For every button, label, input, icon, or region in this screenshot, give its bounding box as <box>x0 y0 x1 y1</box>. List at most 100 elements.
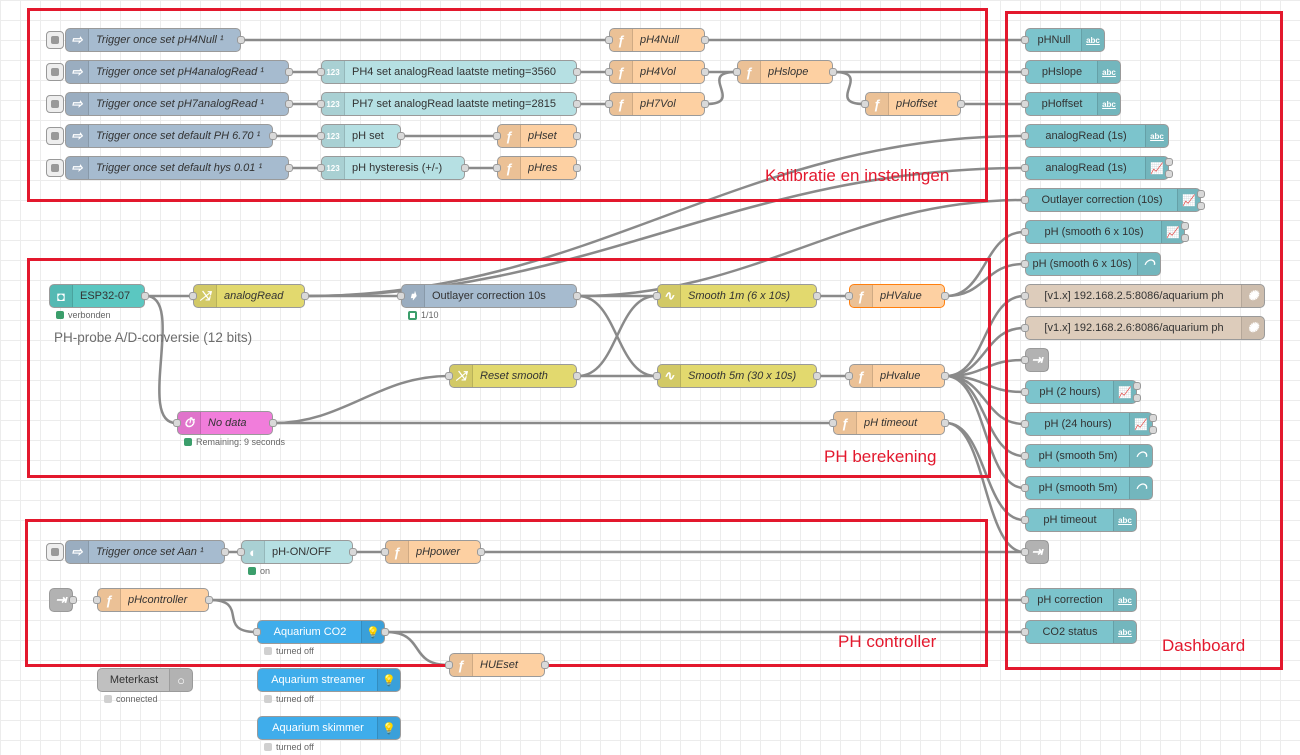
node-d17[interactable]: ⇥ <box>1021 540 1049 564</box>
output-port[interactable] <box>221 548 229 556</box>
output-port[interactable] <box>285 68 293 76</box>
node-n20[interactable]: ∿Smooth 1m (6 x 10s) <box>653 284 821 308</box>
node-n21[interactable]: ∿Smooth 5m (30 x 10s) <box>653 364 821 388</box>
node-d8[interactable]: ◠pH (smooth 6 x 10s) <box>1021 252 1161 276</box>
node-n22[interactable]: ⤨Reset smooth <box>445 364 581 388</box>
input-port[interactable] <box>1021 260 1029 268</box>
node-n1[interactable]: ⇨Trigger once set pH4Null ¹ <box>46 28 245 52</box>
input-port[interactable] <box>1021 324 1029 332</box>
output-port[interactable] <box>701 100 709 108</box>
output-port[interactable] <box>1181 234 1189 242</box>
node-n25[interactable]: ⏱No data <box>173 411 277 435</box>
node-n30[interactable]: ⇥ <box>49 588 77 612</box>
node-d10[interactable]: ✺[v1.x] 192.168.2.6:8086/aquarium ph <box>1021 316 1265 340</box>
input-port[interactable] <box>237 548 245 556</box>
input-port[interactable] <box>845 292 853 300</box>
output-port[interactable] <box>285 100 293 108</box>
node-n36[interactable]: 💡Aquarium skimmer <box>257 716 401 740</box>
input-port[interactable] <box>1021 36 1029 44</box>
output-port[interactable] <box>957 100 965 108</box>
input-port[interactable] <box>845 372 853 380</box>
input-port[interactable] <box>1021 196 1029 204</box>
output-port[interactable] <box>941 292 949 300</box>
input-port[interactable] <box>1021 292 1029 300</box>
input-port[interactable] <box>1021 388 1029 396</box>
input-port[interactable] <box>1021 628 1029 636</box>
output-port[interactable] <box>1165 158 1173 166</box>
output-port[interactable] <box>477 548 485 556</box>
output-port[interactable] <box>941 419 949 427</box>
input-port[interactable] <box>445 372 453 380</box>
node-n5[interactable]: ⇨Trigger once set default hys 0.01 ¹ <box>46 156 293 180</box>
output-port[interactable] <box>301 292 309 300</box>
input-port[interactable] <box>445 661 453 669</box>
input-port[interactable] <box>605 36 613 44</box>
node-d14[interactable]: ◠pH (smooth 5m) <box>1021 444 1153 468</box>
node-d12[interactable]: 📈pH (2 hours) <box>1021 380 1141 404</box>
output-port[interactable] <box>829 68 837 76</box>
output-port[interactable] <box>573 132 581 140</box>
input-port[interactable] <box>1021 516 1029 524</box>
output-port[interactable] <box>1133 394 1141 402</box>
node-n2[interactable]: ⇨Trigger once set pH4analogRead ¹ <box>46 60 293 84</box>
input-port[interactable] <box>317 132 325 140</box>
input-port[interactable] <box>861 100 869 108</box>
inject-trigger-button[interactable] <box>46 95 64 113</box>
node-n4[interactable]: ⇨Trigger once set default PH 6.70 ¹ <box>46 124 277 148</box>
output-port[interactable] <box>1149 414 1157 422</box>
input-port[interactable] <box>93 596 101 604</box>
input-port[interactable] <box>317 68 325 76</box>
output-port[interactable] <box>573 100 581 108</box>
output-port[interactable] <box>573 164 581 172</box>
input-port[interactable] <box>1021 548 1029 556</box>
node-d11[interactable]: ⇥ <box>1021 348 1049 372</box>
input-port[interactable] <box>1021 420 1029 428</box>
node-d5[interactable]: 📈analogRead (1s) <box>1021 156 1173 180</box>
input-port[interactable] <box>653 292 661 300</box>
node-d13[interactable]: 📈pH (24 hours) <box>1021 412 1157 436</box>
input-port[interactable] <box>605 100 613 108</box>
output-port[interactable] <box>1149 426 1157 434</box>
node-n3[interactable]: ⇨Trigger once set pH7analogRead ¹ <box>46 92 293 116</box>
input-port[interactable] <box>1021 100 1029 108</box>
inject-trigger-button[interactable] <box>46 31 64 49</box>
input-port[interactable] <box>381 548 389 556</box>
input-port[interactable] <box>1021 484 1029 492</box>
output-port[interactable] <box>813 372 821 380</box>
output-port[interactable] <box>813 292 821 300</box>
output-port[interactable] <box>1133 382 1141 390</box>
node-d9[interactable]: ✺[v1.x] 192.168.2.5:8086/aquarium ph <box>1021 284 1265 308</box>
output-port[interactable] <box>1181 222 1189 230</box>
input-port[interactable] <box>317 164 325 172</box>
output-port[interactable] <box>1197 202 1205 210</box>
output-port[interactable] <box>285 164 293 172</box>
output-port[interactable] <box>205 596 213 604</box>
inject-trigger-button[interactable] <box>46 543 64 561</box>
output-port[interactable] <box>381 628 389 636</box>
output-port[interactable] <box>461 164 469 172</box>
node-n34[interactable]: ○Meterkast <box>97 668 193 692</box>
output-port[interactable] <box>269 419 277 427</box>
input-port[interactable] <box>317 100 325 108</box>
output-port[interactable] <box>701 36 709 44</box>
input-port[interactable] <box>1021 132 1029 140</box>
input-port[interactable] <box>733 68 741 76</box>
input-port[interactable] <box>173 419 181 427</box>
